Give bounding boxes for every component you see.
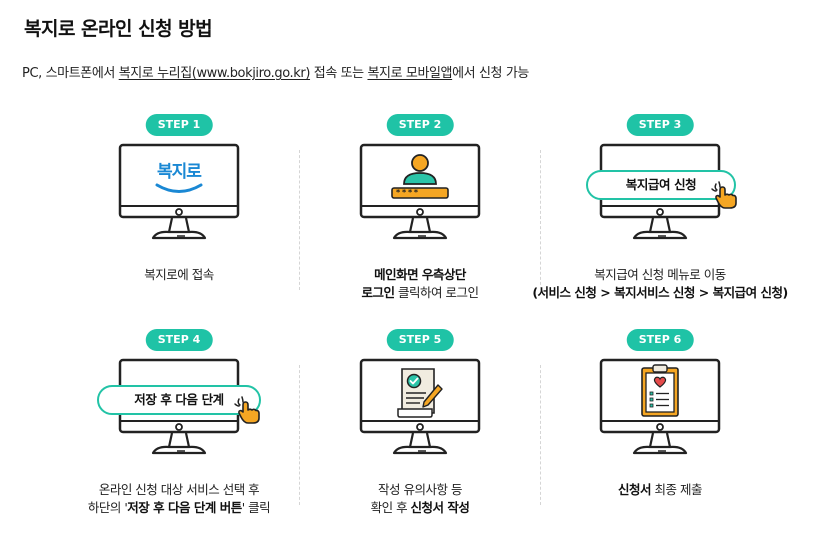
click-hand-icon	[234, 396, 260, 424]
page-title-text: 복지로 온라인 신청 방법	[24, 18, 213, 40]
page-title-wrap: 복지로 온라인 신청 방법	[20, 14, 219, 41]
bokjiro-mobile-app-link[interactable]: 복지로 모바일앱	[367, 66, 453, 81]
subtitle-pre: PC, 스마트폰에서	[22, 66, 119, 81]
divider-2-3	[540, 150, 541, 290]
subtitle-mid: 접속 또는	[310, 66, 368, 81]
step-3-badge: STEP 3	[626, 114, 694, 136]
password-mask: * * * *	[396, 188, 418, 197]
step-1-caption-line1: 복지로에 접속	[144, 267, 214, 282]
user-login-icon: * * * *	[396, 187, 436, 198]
monitor-icon	[358, 357, 482, 457]
page-title: 복지로 온라인 신청 방법	[20, 14, 219, 41]
step-5-caption-line2: 확인 후 신청서 작성	[370, 500, 470, 515]
step-3-caption-line1: 복지급여 신청 메뉴로 이동	[594, 267, 726, 282]
bokjiro-website-link[interactable]: 복지로 누리집(www.bokjiro.go.kr)	[118, 66, 311, 81]
step-5-caption: 작성 유의사항 등 확인 후 신청서 작성	[300, 481, 540, 517]
step-2-caption: 메인화면 우측상단 로그인 클릭하여 로그인	[300, 266, 540, 302]
step-6-caption-line1: 신청서 최종 제출	[618, 482, 702, 497]
step-4-caption-line2: 하단의 '저장 후 다음 단계 버튼' 클릭	[87, 500, 271, 515]
page-subtitle: PC, 스마트폰에서 복지로 누리집(www.bokjiro.go.kr) 접속…	[22, 62, 529, 81]
divider-5-6	[540, 365, 541, 505]
step-6-badge: STEP 6	[626, 329, 694, 351]
step-4-caption: 온라인 신청 대상 서비스 선택 후 하단의 '저장 후 다음 단계 버튼' 클…	[59, 481, 299, 517]
step-4-badge: STEP 4	[145, 329, 213, 351]
clipboard-heart-icon	[641, 364, 679, 417]
step-2-caption-line1: 메인화면 우측상단	[374, 267, 466, 282]
save-next-step-button[interactable]: 저장 후 다음 단계	[97, 385, 261, 415]
step-2-caption-line2: 로그인 클릭하여 로그인	[361, 285, 479, 300]
step-5-badge: STEP 5	[386, 329, 454, 351]
step-1-caption: 복지로에 접속	[59, 266, 299, 284]
subtitle-post: 에서 신청 가능	[452, 66, 529, 81]
step-3-caption-line2: (서비스 신청 > 복지서비스 신청 > 복지급여 신청)	[532, 285, 788, 300]
apply-benefit-button[interactable]: 복지급여 신청	[586, 170, 736, 200]
step-2-badge: STEP 2	[386, 114, 454, 136]
bokjiro-logo-text: 복지로	[157, 162, 202, 182]
click-hand-icon	[711, 181, 737, 209]
step-5-caption-line1: 작성 유의사항 등	[378, 482, 462, 497]
monitor-icon	[598, 357, 722, 457]
step-4-caption-line1: 온라인 신청 대상 서비스 선택 후	[98, 482, 260, 497]
bokjiro-logo-icon: 복지로	[151, 157, 207, 201]
step-6-caption: 신청서 최종 제출	[540, 481, 780, 499]
step-3-caption: 복지급여 신청 메뉴로 이동 (서비스 신청 > 복지서비스 신청 > 복지급여…	[520, 266, 800, 302]
divider-4-5	[299, 365, 300, 505]
step-1-badge: STEP 1	[145, 114, 213, 136]
document-check-icon	[397, 368, 443, 418]
monitor-icon: 복지로	[117, 142, 241, 242]
monitor-icon: * * * *	[358, 142, 482, 242]
divider-1-2	[299, 150, 300, 290]
